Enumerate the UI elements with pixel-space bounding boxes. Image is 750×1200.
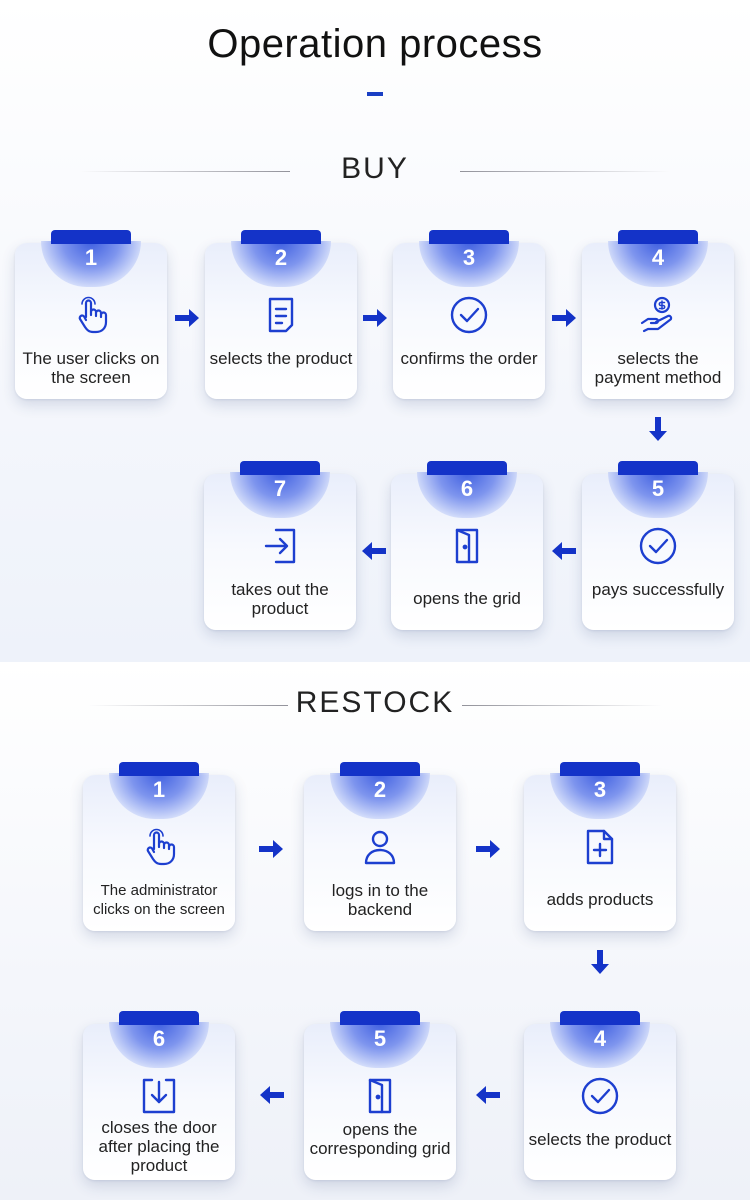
buy-step-7-card: 7 takes out the product [204,461,356,630]
restock-step-6-card: 6 closes the door after placing the prod… [83,1011,235,1180]
restock-step-5-card: 5 opens the corresponding grid [304,1011,456,1180]
arrow-right-icon [550,306,578,330]
divider-left [88,705,288,706]
buy-step-5-card: 5 pays successfully [582,461,734,630]
restock-step-2-card: 2 logs in to the backend [304,762,456,931]
file-plus-icon [580,827,620,867]
exit-icon [260,526,300,566]
arrow-down-icon [588,948,612,976]
step-label: takes out the product [231,580,329,618]
step-label: selects the product [528,1130,672,1149]
step-label: selects the payment method [594,349,722,387]
step-number: 3 [593,777,607,802]
check-circle-icon [580,1076,620,1116]
arrow-left-icon [474,1083,502,1107]
buy-step-3-card: 3 confirms the order [393,230,545,399]
title-underline [367,92,383,96]
step-number: 1 [84,245,98,270]
step-tab [560,762,640,776]
arrow-left-icon [258,1083,286,1107]
step-label: confirms the order [400,349,538,368]
step-tab [51,230,131,244]
step-tab [560,1011,640,1025]
step-label: logs in to the backend [331,881,429,919]
door-open-icon [360,1076,400,1116]
restock-section-header: RESTOCK [0,686,750,726]
hand-pointer-icon [139,827,179,867]
step-number: 5 [373,1026,387,1051]
step-tab [241,230,321,244]
divider-right [462,705,662,706]
restock-step-1-card: 1 The administrator clicks on the screen [83,762,235,931]
restock-section-title: RESTOCK [295,686,455,719]
step-number: 4 [651,245,665,270]
page-title: Operation process [207,22,543,66]
step-tab [429,230,509,244]
step-tab [119,1011,199,1025]
step-number: 2 [274,245,288,270]
step-label: opens the grid [413,589,521,608]
step-label: opens the corresponding grid [309,1120,451,1158]
step-number: 6 [460,476,474,501]
check-circle-icon [638,526,678,566]
restock-step-3-card: 3 adds products [524,762,676,931]
step-number: 4 [593,1026,607,1051]
buy-section-title: BUY [341,152,409,185]
check-circle-icon [449,295,489,335]
hand-pointer-icon [71,295,111,335]
download-box-icon [139,1076,179,1116]
step-tab [240,461,320,475]
arrow-down-icon [646,415,670,443]
divider-left [80,171,290,172]
arrow-right-icon [361,306,389,330]
step-number: 1 [152,777,166,802]
step-number: 7 [273,476,287,501]
door-open-icon [447,526,487,566]
step-tab [618,461,698,475]
step-label: adds products [546,890,654,909]
step-number: 6 [152,1026,166,1051]
divider-right [460,171,670,172]
arrow-left-icon [550,539,578,563]
step-tab [340,762,420,776]
buy-step-4-card: 4 selects the payment method [582,230,734,399]
user-icon [360,827,400,867]
step-number: 3 [462,245,476,270]
step-label: The administrator clicks on the screen [93,882,225,918]
buy-step-6-card: 6 opens the grid [391,461,543,630]
document-icon [261,295,301,335]
restock-step-4-card: 4 selects the product [524,1011,676,1180]
hand-coin-icon [638,295,678,335]
step-tab [340,1011,420,1025]
step-label: selects the product [209,349,353,368]
buy-step-2-card: 2 selects the product [205,230,357,399]
step-label: closes the door after placing the produc… [98,1118,220,1175]
arrow-right-icon [257,837,285,861]
step-number: 2 [373,777,387,802]
step-label: pays successfully [591,580,725,599]
buy-step-1-card: 1 The user clicks on the screen [15,230,167,399]
step-tab [618,230,698,244]
step-tab [119,762,199,776]
buy-section-header: BUY [0,152,750,192]
arrow-right-icon [173,306,201,330]
arrow-left-icon [360,539,388,563]
arrow-right-icon [474,837,502,861]
step-tab [427,461,507,475]
step-number: 5 [651,476,665,501]
step-label: The user clicks on the screen [22,349,160,387]
